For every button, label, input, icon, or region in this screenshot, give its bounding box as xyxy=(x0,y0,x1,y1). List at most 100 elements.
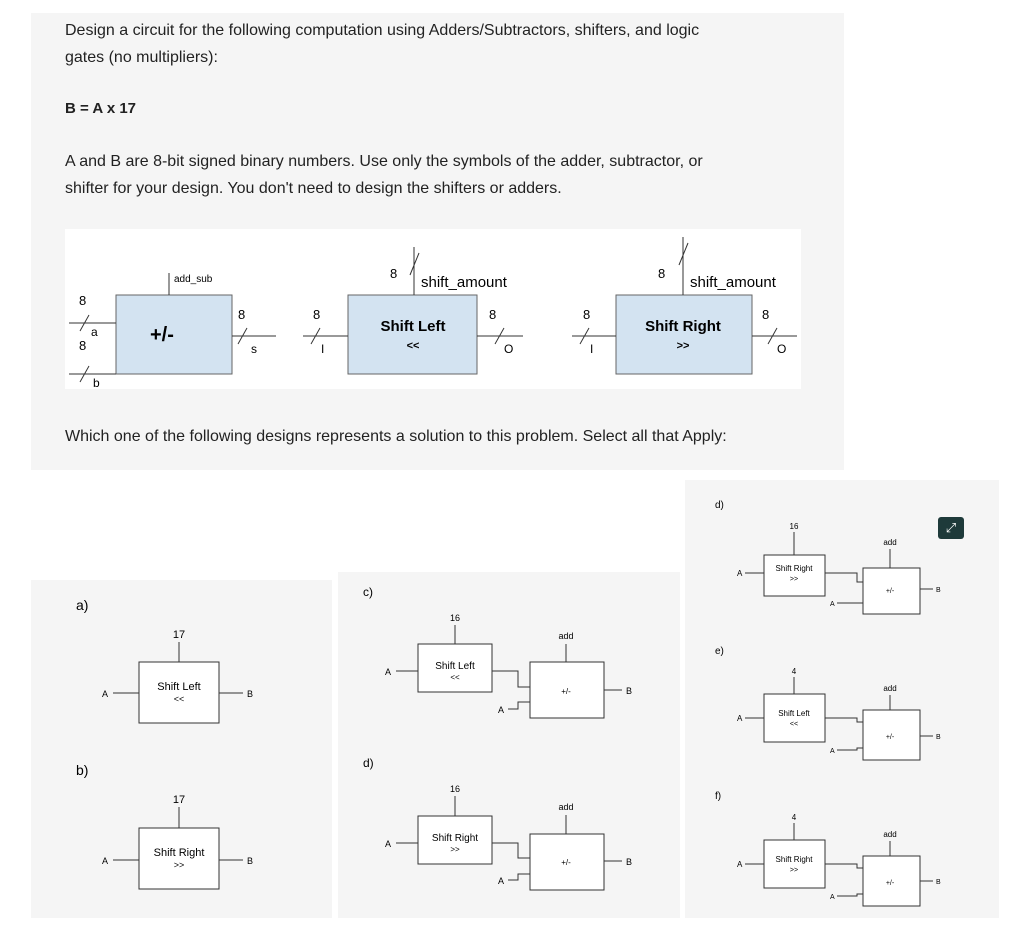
option-b-in: A xyxy=(102,856,108,866)
option-d-add: add xyxy=(558,802,573,812)
option-f-out: B xyxy=(936,879,941,886)
shift-right-port-i: I xyxy=(590,342,593,356)
shift-left-ctrl-width: 8 xyxy=(390,266,397,281)
option-d-title: Shift Right xyxy=(432,833,478,844)
option-c-out: B xyxy=(626,686,632,696)
option-d2-add-in: A xyxy=(830,601,835,608)
option-d2-in: A xyxy=(737,569,743,578)
shift-right-in-width: 8 xyxy=(583,307,590,322)
question-line-2: gates (no multipliers): xyxy=(65,49,218,66)
option-e-in: A xyxy=(737,714,743,723)
option-d-out: B xyxy=(626,857,632,867)
option-d-amount: 16 xyxy=(450,784,460,794)
shift-left-in-width: 8 xyxy=(313,307,320,322)
shift-right-port-o: O xyxy=(777,342,786,356)
option-d-in: A xyxy=(385,839,391,849)
option-d2-add: add xyxy=(883,538,896,547)
option-f-add-op: +/- xyxy=(886,880,895,887)
option-e-amount: 4 xyxy=(792,667,797,676)
options-ab-panel: a) 17 Shift Left << A B b) 17 Shift Righ… xyxy=(31,580,332,918)
options-def-panel: d) 16 Shift Right >> A add +/- A B e) 4 … xyxy=(685,480,999,918)
expand-icon[interactable]: ⤢ xyxy=(938,517,964,539)
shift-left-title: Shift Left xyxy=(381,318,446,335)
option-e-op: << xyxy=(790,721,798,728)
adder-width-a: 8 xyxy=(79,293,86,308)
option-d-add-op: +/- xyxy=(561,858,571,867)
option-f-add: add xyxy=(883,830,896,839)
select-instruction: Which one of the following designs repre… xyxy=(65,428,727,445)
option-c-add-op: +/- xyxy=(561,687,571,696)
option-a-title: Shift Left xyxy=(157,681,200,693)
adder-op: +/- xyxy=(150,324,174,346)
option-d2-add-op: +/- xyxy=(886,588,895,595)
option-c-add: add xyxy=(558,631,573,641)
option-c[interactable]: c) 16 Shift Left << A add +/- A B xyxy=(363,585,632,719)
shift-left-symbol: 8 shift_amount Shift Left << 8 I 8 O xyxy=(303,247,523,375)
option-c-title: Shift Left xyxy=(435,661,475,672)
shift-right-symbol: 8 shift_amount Shift Right >> 8 I 8 O xyxy=(572,237,797,375)
option-d2[interactable]: d) 16 Shift Right >> A add +/- A B xyxy=(715,500,941,615)
option-d-label: d) xyxy=(363,756,374,770)
option-b-title: Shift Right xyxy=(154,847,205,859)
question-line-1: Design a circuit for the following compu… xyxy=(65,22,700,39)
options-cd-panel: c) 16 Shift Left << A add +/- A B d) 16 … xyxy=(338,572,680,918)
option-e-add-op: +/- xyxy=(886,734,895,741)
option-f[interactable]: f) 4 Shift Right >> A add +/- A B xyxy=(715,791,941,907)
shift-right-out-width: 8 xyxy=(762,307,769,322)
option-f-label: f) xyxy=(715,791,721,802)
option-a-in: A xyxy=(102,689,108,699)
adder-out-width: 8 xyxy=(238,307,245,322)
option-e-label: e) xyxy=(715,646,724,657)
option-f-title: Shift Right xyxy=(776,855,814,864)
option-b-out: B xyxy=(247,856,253,866)
option-e-out: B xyxy=(936,734,941,741)
option-f-add-in: A xyxy=(830,894,835,901)
equation: B = A x 17 xyxy=(65,100,137,117)
option-a[interactable]: a) 17 Shift Left << A B xyxy=(76,597,253,724)
adder-control-label: add_sub xyxy=(174,274,213,285)
question-line-4: shifter for your design. You don't need … xyxy=(65,180,562,197)
option-a-amount: 17 xyxy=(173,629,185,641)
adder-port-b: b xyxy=(93,376,100,389)
adder-width-b: 8 xyxy=(79,338,86,353)
adder-port-s: s xyxy=(251,342,257,356)
option-b-label: b) xyxy=(76,762,88,778)
shift-right-ctrl-width: 8 xyxy=(658,266,665,281)
shift-left-out-width: 8 xyxy=(489,307,496,322)
option-d2-label: d) xyxy=(715,500,724,511)
option-f-in: A xyxy=(737,860,743,869)
shift-right-title: Shift Right xyxy=(645,318,721,335)
shift-right-op: >> xyxy=(677,340,690,352)
option-d-op: >> xyxy=(450,845,460,854)
option-f-op: >> xyxy=(790,867,798,874)
adder-symbol: add_sub +/- 8 a 8 b 8 s xyxy=(69,273,276,389)
option-b-amount: 17 xyxy=(173,794,185,806)
option-e-add-in: A xyxy=(830,748,835,755)
option-b-op: >> xyxy=(174,860,185,870)
option-a-op: << xyxy=(174,694,185,704)
option-a-out: B xyxy=(247,689,253,699)
option-b[interactable]: b) 17 Shift Right >> A B xyxy=(76,762,253,890)
option-d-add-in: A xyxy=(498,876,504,886)
option-c-op: << xyxy=(450,673,460,682)
adder-port-a: a xyxy=(91,325,98,339)
shift-right-control-label: shift_amount xyxy=(690,274,777,291)
option-f-amount: 4 xyxy=(792,813,797,822)
option-e-title: Shift Left xyxy=(778,709,810,718)
option-c-in: A xyxy=(385,667,391,677)
shift-left-control-label: shift_amount xyxy=(421,274,508,291)
component-symbols: add_sub +/- 8 a 8 b 8 s 8 shift_amount S… xyxy=(65,229,801,389)
option-d2-op: >> xyxy=(790,576,798,583)
option-d2-out: B xyxy=(936,587,941,594)
option-d2-amount: 16 xyxy=(790,522,799,531)
shift-left-port-i: I xyxy=(321,342,324,356)
shift-left-op: << xyxy=(407,340,420,352)
shift-left-port-o: O xyxy=(504,342,513,356)
question-line-3: A and B are 8-bit signed binary numbers.… xyxy=(65,153,703,170)
option-d2-title: Shift Right xyxy=(776,564,814,573)
option-e-add: add xyxy=(883,684,896,693)
option-e[interactable]: e) 4 Shift Left << A add +/- A B xyxy=(715,646,941,761)
option-c-amount: 16 xyxy=(450,613,460,623)
option-d[interactable]: d) 16 Shift Right >> A add +/- A B xyxy=(363,756,632,891)
option-c-add-in: A xyxy=(498,705,504,715)
